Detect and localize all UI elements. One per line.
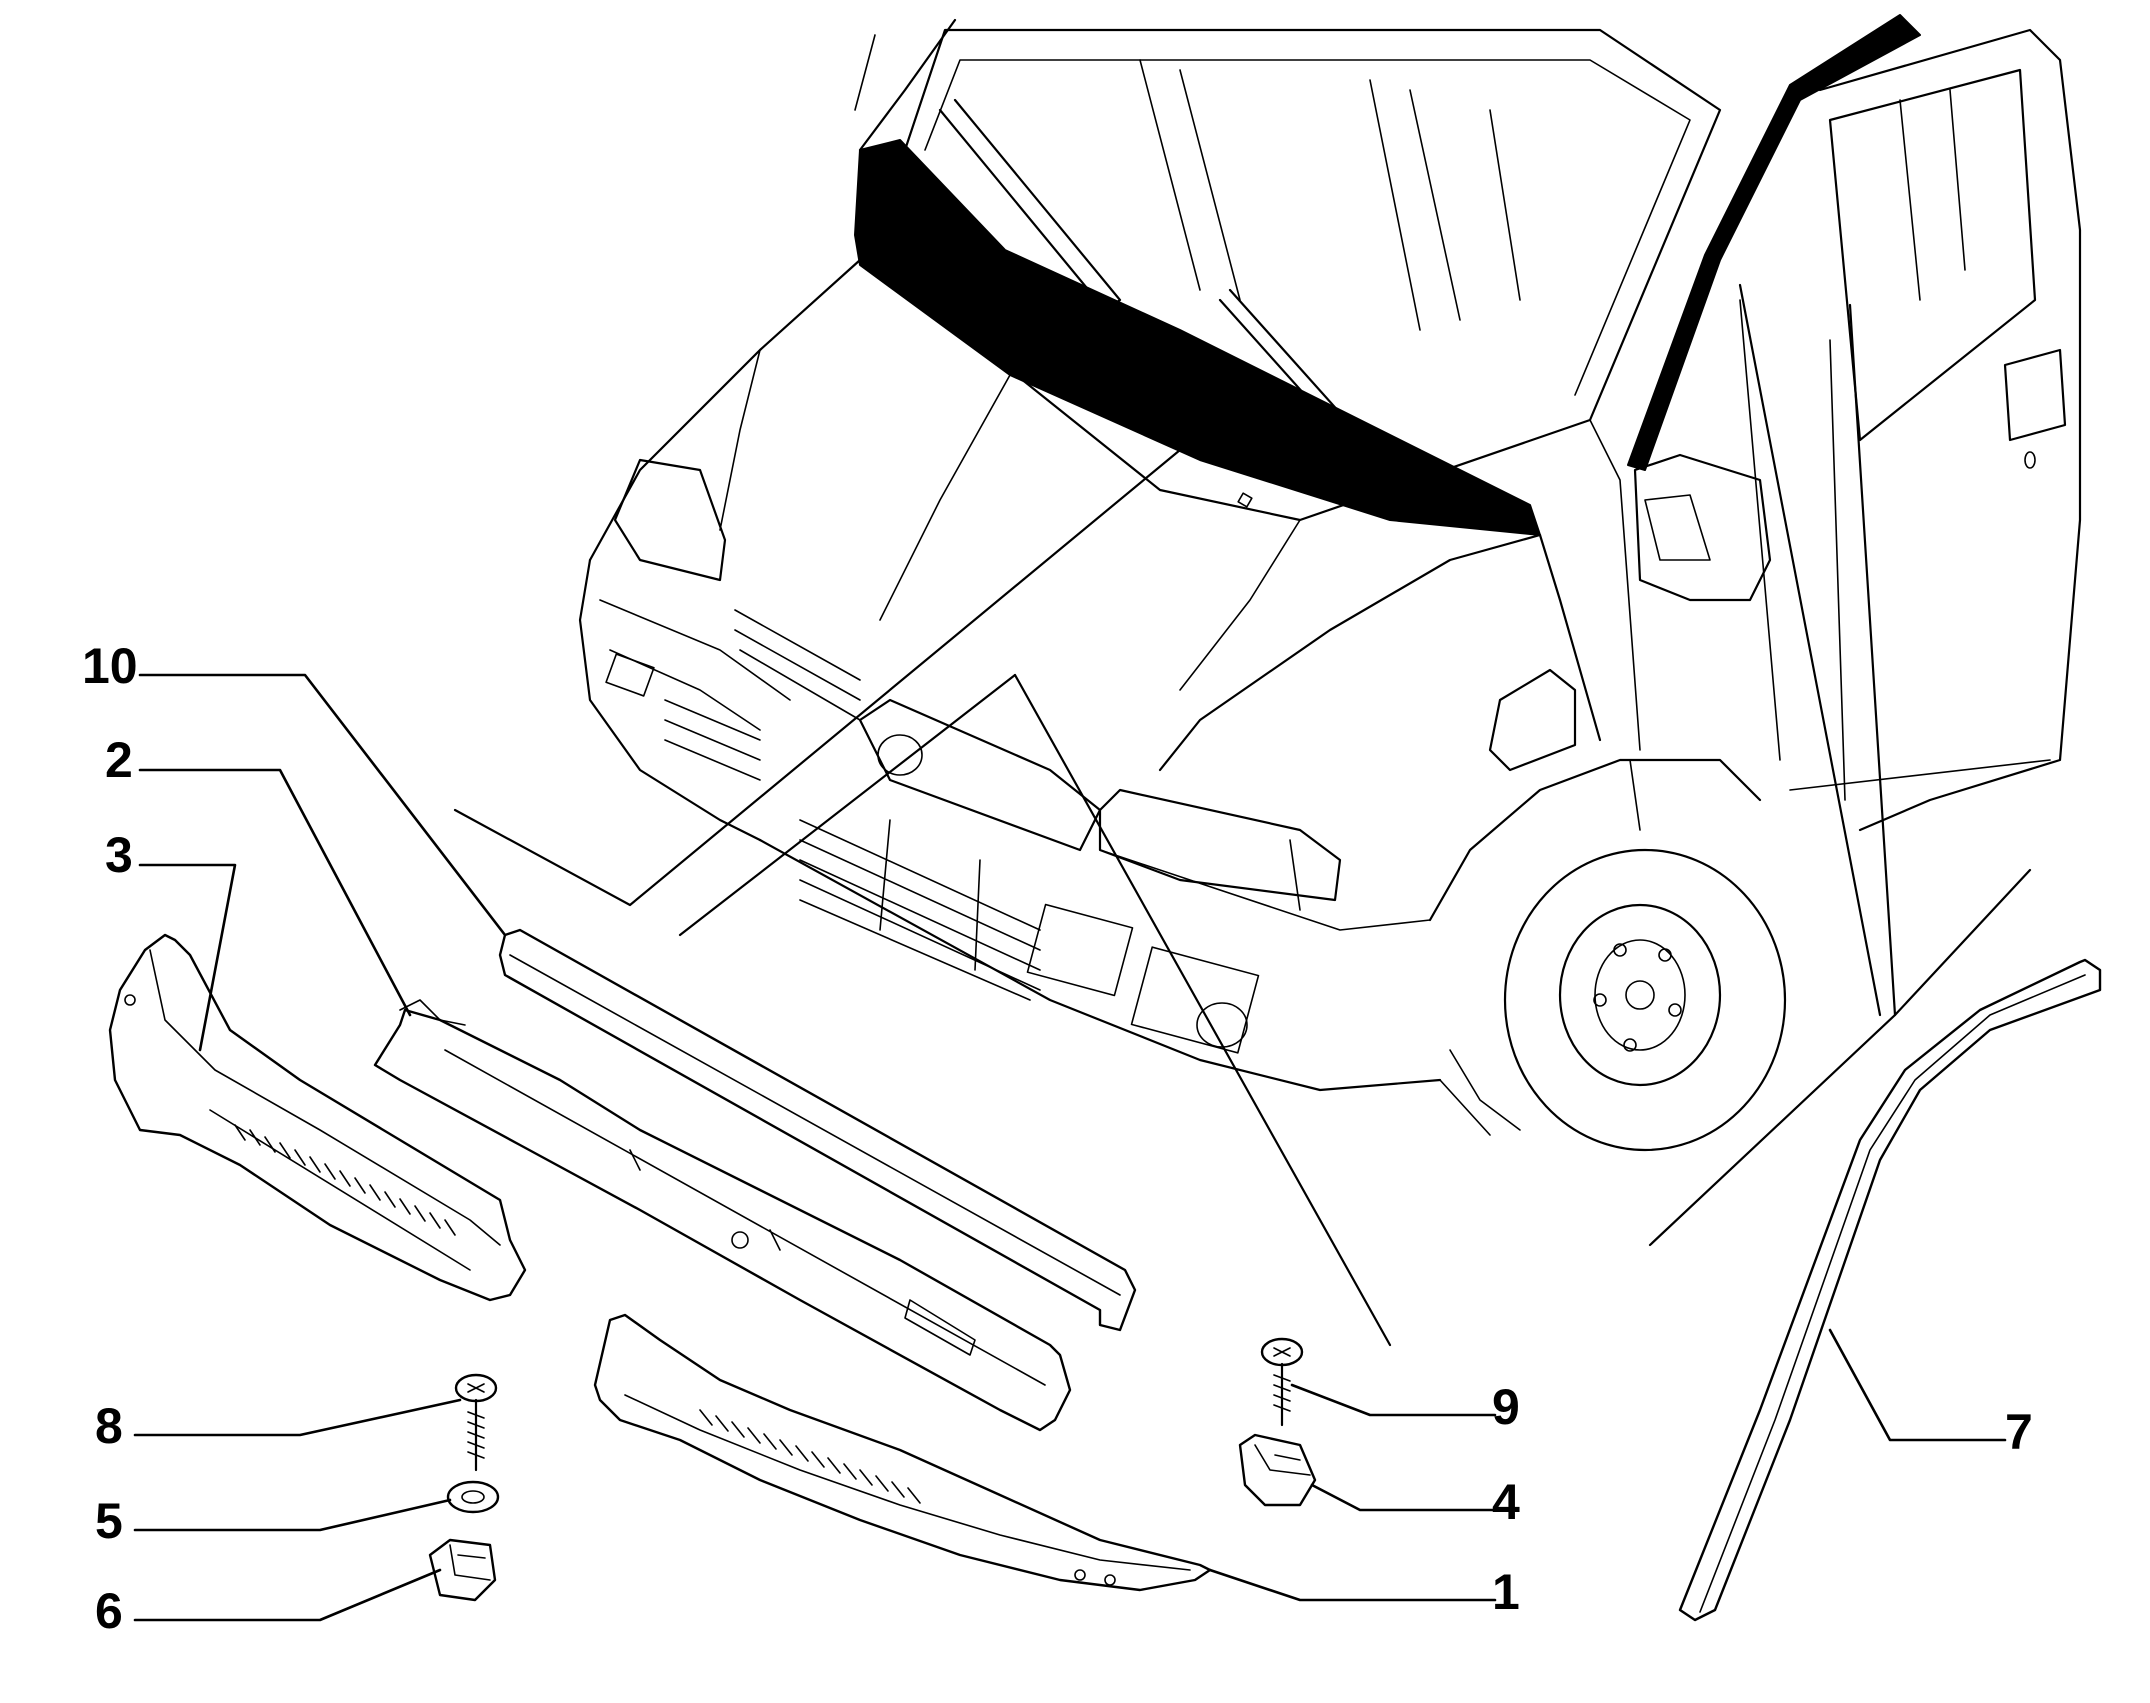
leader-1 (1208, 1568, 1497, 1602)
callout-1: 1 (1492, 1564, 1520, 1620)
callout-6: 6 (95, 1583, 123, 1639)
cowl-seal-highlight (854, 139, 1541, 536)
callout-9: 9 (1492, 1379, 1520, 1435)
leader-3 (138, 863, 237, 1052)
part-6-clip (428, 1538, 497, 1602)
door-seal-highlight (1627, 14, 1921, 471)
callout-7: 7 (2005, 1404, 2033, 1460)
part-1-right-grille (593, 1313, 1212, 1592)
leader-5 (133, 1498, 452, 1532)
leader-9 (1290, 1383, 1497, 1417)
callout-4: 4 (1492, 1474, 1520, 1530)
callout-labels: 10 2 3 8 5 6 9 4 1 7 (82, 638, 2033, 1639)
leader-4 (1310, 1483, 1497, 1512)
part-7-seal (1678, 958, 2102, 1622)
vent-slats-right (699, 1409, 921, 1504)
callout-2: 2 (105, 732, 133, 788)
part-8-screw (454, 1373, 498, 1472)
part-4-clip (1238, 1433, 1317, 1507)
callout-5: 5 (95, 1493, 123, 1549)
callout-10: 10 (82, 638, 138, 694)
callout-8: 8 (95, 1398, 123, 1454)
part-10-strip (498, 928, 1137, 1332)
part-5-washer (446, 1480, 500, 1514)
leader-2 (138, 768, 412, 1017)
part-2-cowl-panel (373, 999, 1072, 1432)
leader-7 (1828, 1328, 2007, 1442)
leader-8 (133, 1398, 462, 1437)
leader-lines (133, 673, 2007, 1622)
callout-3: 3 (105, 827, 133, 883)
leader-10 (138, 673, 507, 937)
vent-slats-left (234, 1124, 456, 1236)
part-3-left-grille (108, 933, 527, 1302)
van-illustration (453, 14, 2082, 1347)
leader-6 (133, 1568, 442, 1622)
part-9-screw (1260, 1337, 1304, 1427)
